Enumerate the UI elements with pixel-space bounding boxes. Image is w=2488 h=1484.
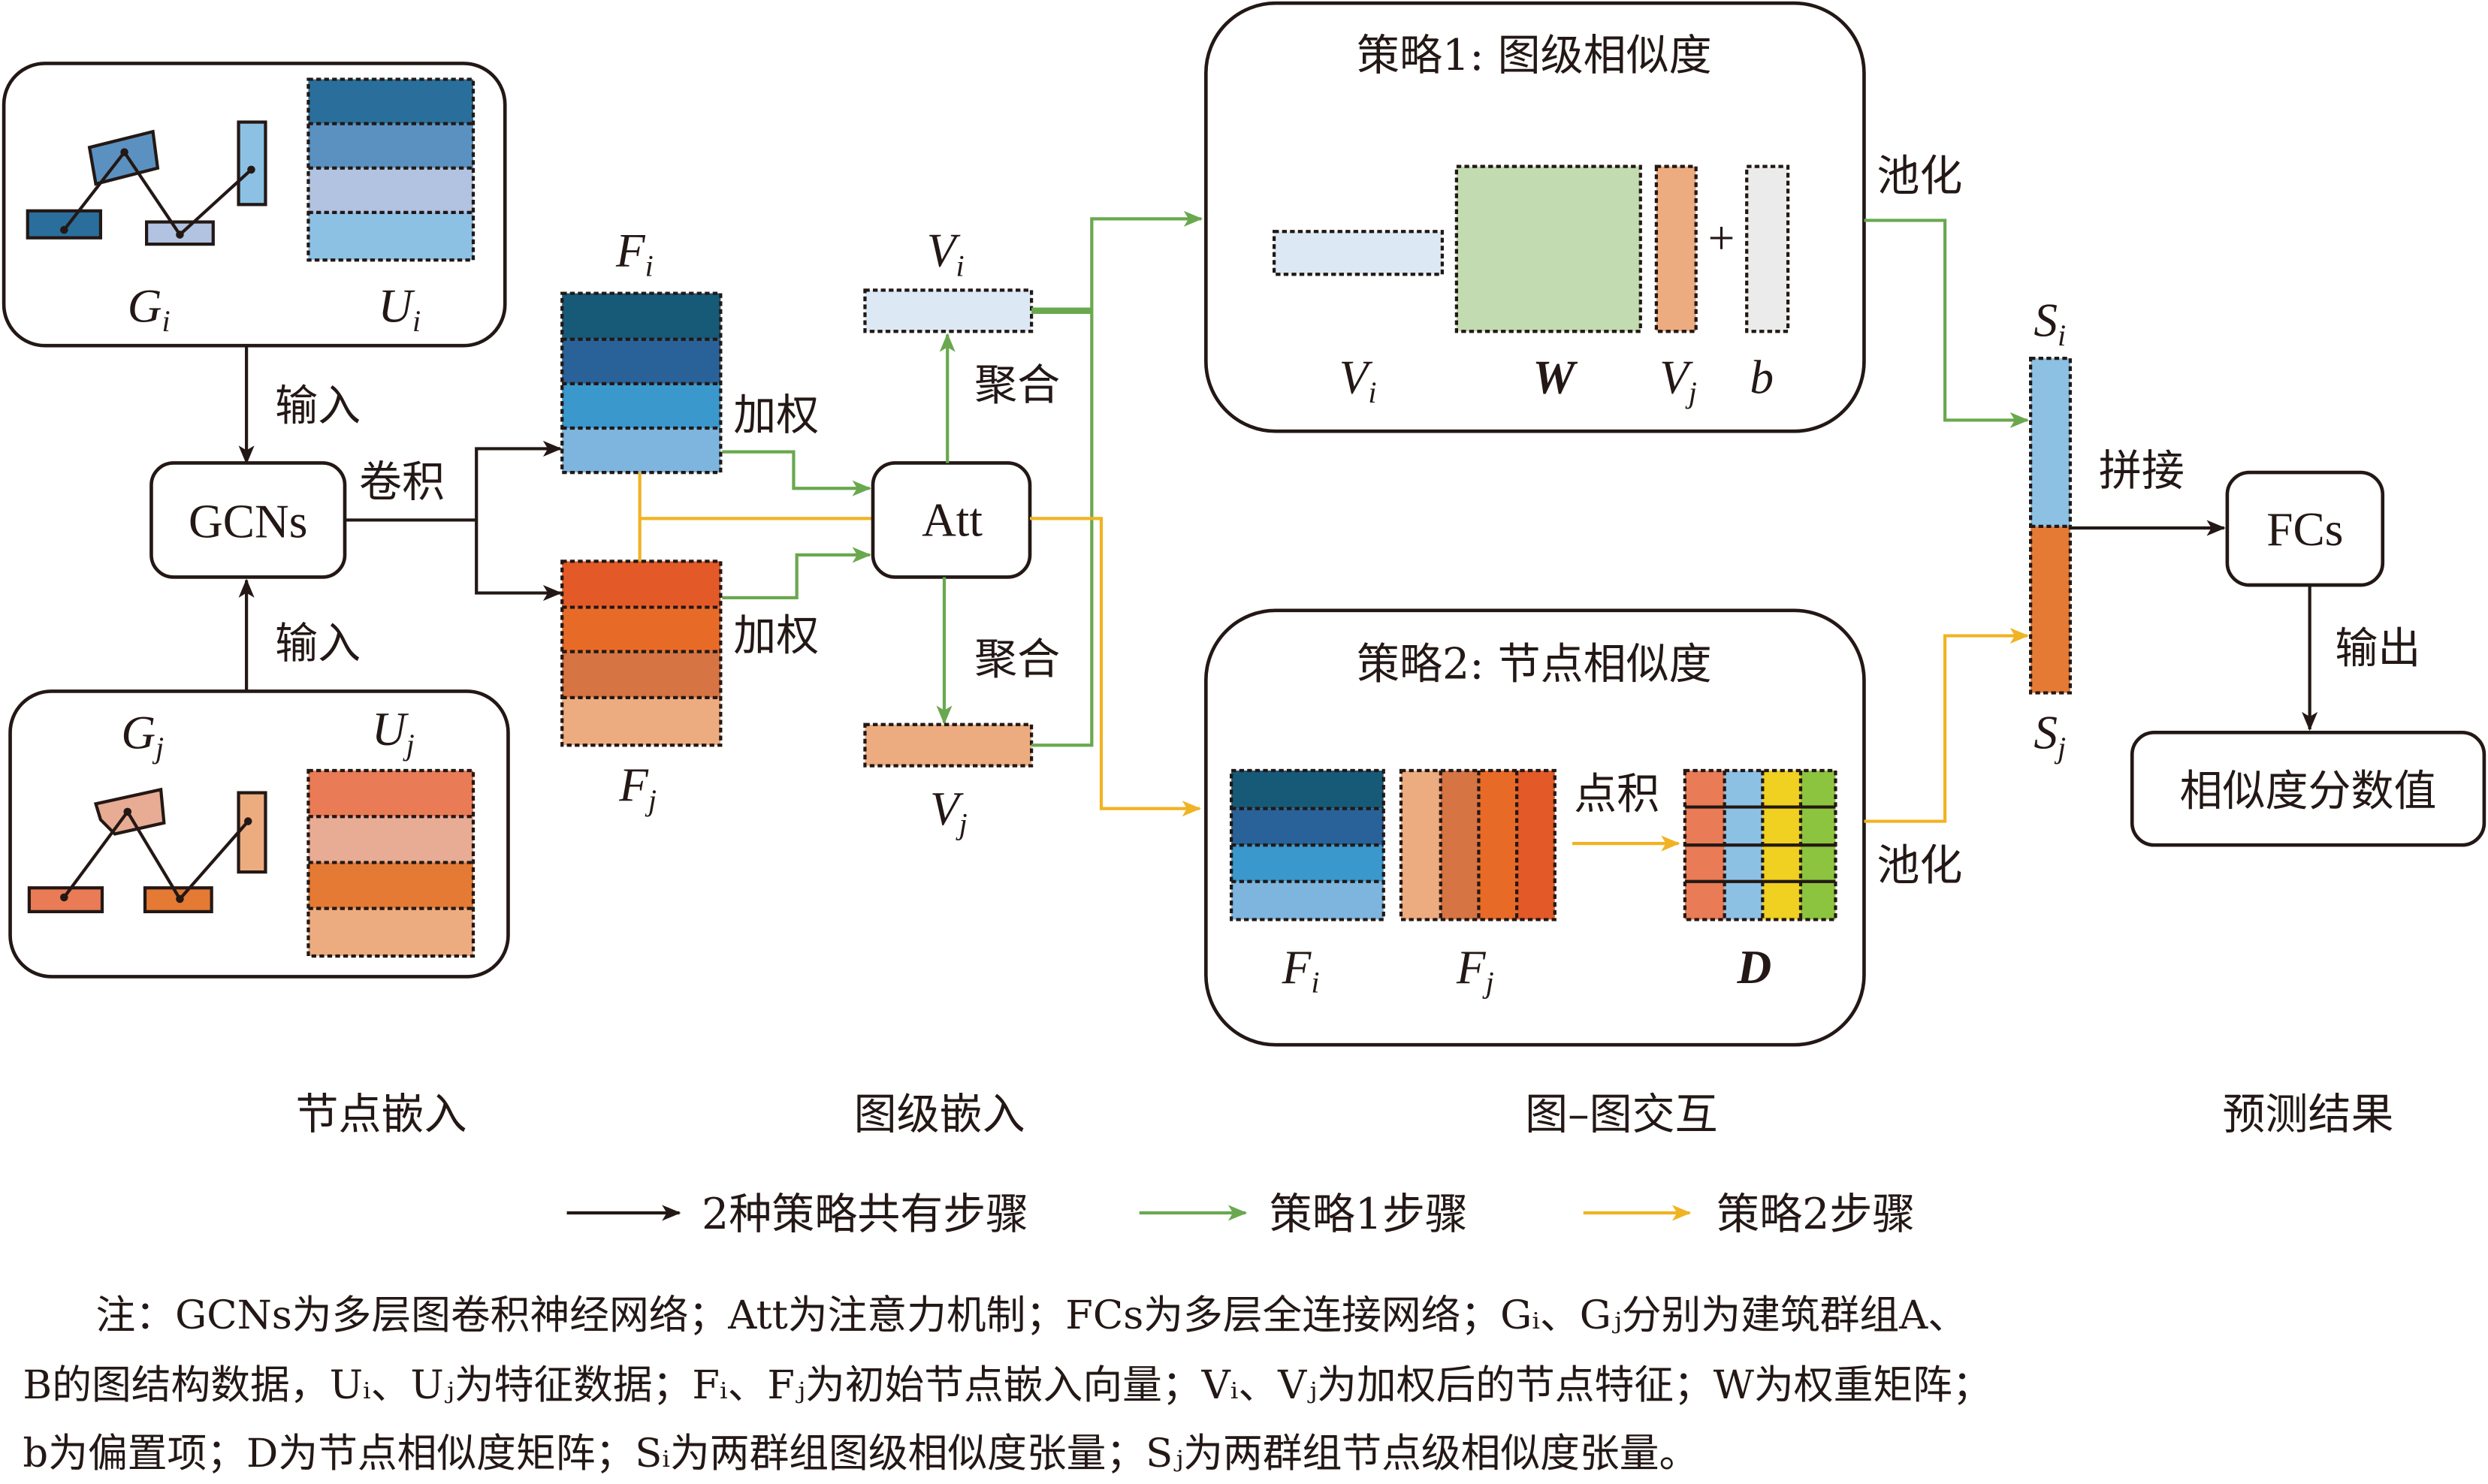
graph-edges bbox=[62, 149, 252, 237]
conv-arrow-top bbox=[475, 440, 563, 520]
stage-label: 图级嵌入 bbox=[854, 1090, 1025, 1139]
stage-label: 图–图交互 bbox=[1525, 1090, 1717, 1139]
s2-Fj-matrix bbox=[1399, 768, 1557, 921]
s2-D-label: D bbox=[1737, 941, 1772, 994]
note-line-3: b为偏置项；D为节点相似度矩阵；Sᵢ为两群组图级相似度张量；Sⱼ为两群组节点级相… bbox=[23, 1431, 1698, 1476]
graph-j-panel: Gj Uj bbox=[8, 689, 510, 979]
Uj-label: Uj bbox=[372, 703, 415, 762]
dot-product-label: 点积 bbox=[1574, 770, 1659, 819]
Si-tensor bbox=[2031, 358, 2070, 526]
result-label: 相似度分数值 bbox=[2180, 766, 2437, 816]
output-label: 输出 bbox=[2335, 623, 2420, 673]
gcns-label: GCNs bbox=[189, 496, 307, 548]
weight-label-bottom: 加权 bbox=[733, 611, 819, 661]
note-line-1: 注：GCNs为多层图卷积神经网络；Att为注意力机制；FCs为多层全连接网络；G… bbox=[96, 1292, 1967, 1338]
graph-j-structure bbox=[27, 787, 267, 913]
strategy2-input-arrow bbox=[1030, 517, 1201, 817]
building-node bbox=[26, 209, 103, 240]
s2-Fj-label: Fj bbox=[1456, 941, 1494, 1000]
concat-label: 拼接 bbox=[2099, 446, 2185, 496]
legend-strategy1-label: 策略1步骤 bbox=[1270, 1190, 1468, 1239]
input-label-bottom: 输入 bbox=[275, 619, 361, 668]
Gj-label: Gj bbox=[121, 706, 164, 765]
Uj-feature-matrix bbox=[306, 768, 476, 958]
s1-Vi-label: Vi bbox=[1339, 351, 1377, 410]
graph-i-panel: Gi Ui bbox=[2, 62, 507, 348]
strategy2-title: 策略2: 节点相似度 bbox=[1357, 640, 1712, 689]
graph-i-structure bbox=[26, 120, 267, 246]
figure-note: 注：GCNs为多层图卷积神经网络；Att为注意力机制；FCs为多层全连接网络；G… bbox=[23, 1292, 1991, 1476]
s1-W-matrix bbox=[1456, 166, 1641, 332]
Vi-vector bbox=[865, 290, 1032, 332]
att-label: Att bbox=[922, 494, 983, 547]
Gi-label: Gi bbox=[128, 280, 171, 339]
stage-label: 节点嵌入 bbox=[296, 1090, 467, 1139]
Fj-matrix bbox=[560, 560, 723, 747]
weight-arrow-top bbox=[722, 450, 871, 496]
s1-Vj-label: Vj bbox=[1659, 351, 1697, 410]
building-node bbox=[237, 120, 267, 207]
plus-sign: + bbox=[1708, 212, 1735, 264]
s1-W-label: W bbox=[1532, 351, 1578, 404]
s1-Vj-vector bbox=[1656, 166, 1696, 332]
Sj-tensor bbox=[2031, 526, 2070, 693]
s1-pool-arrow bbox=[1864, 219, 2029, 428]
agg-label-top: 聚合 bbox=[974, 360, 1060, 410]
s1-b-label: b bbox=[1750, 351, 1774, 404]
Vi-label: Vi bbox=[927, 225, 965, 283]
graph-edges bbox=[62, 809, 249, 902]
s1-pool-label: 池化 bbox=[1877, 151, 1962, 201]
note-line-2: B的图结构数据，Uᵢ、Uⱼ为特征数据；Fᵢ、Fⱼ为初始节点嵌入向量；Vᵢ、Vⱼ为… bbox=[23, 1362, 1991, 1408]
building-node bbox=[145, 220, 215, 246]
Ui-feature-matrix bbox=[306, 77, 476, 262]
result-box bbox=[2130, 731, 2486, 847]
s2-Fi-matrix bbox=[1230, 768, 1385, 921]
fcs-label: FCs bbox=[2266, 503, 2343, 556]
Si-label: Si bbox=[2034, 294, 2066, 353]
Sj-label: Sj bbox=[2034, 706, 2066, 765]
s1-Vi-vector bbox=[1274, 231, 1442, 275]
Ui-label: Ui bbox=[378, 280, 421, 339]
legend-strategy2-label: 策略2步骤 bbox=[1717, 1190, 1915, 1239]
stage-label: 预测结果 bbox=[2223, 1090, 2394, 1139]
strategy1-input-arrow bbox=[1031, 210, 1203, 747]
Fi-matrix bbox=[560, 291, 723, 475]
s2-Fi-label: Fi bbox=[1282, 941, 1320, 1000]
building-node bbox=[237, 791, 267, 874]
agg-label-bottom: 聚合 bbox=[974, 635, 1060, 684]
legend-common-label: 2种策略共有步骤 bbox=[702, 1190, 1028, 1239]
Fj-label: Fj bbox=[618, 759, 657, 817]
input-label-top: 输入 bbox=[275, 381, 361, 430]
s2-pool-label: 池化 bbox=[1877, 841, 1962, 891]
weight-arrow-bottom bbox=[722, 547, 871, 599]
s1-b-vector bbox=[1747, 166, 1789, 332]
s2-D-matrix bbox=[1683, 768, 1837, 921]
strategy2-panel: 策略2: 节点相似度 点积 Fi Fj bbox=[1204, 608, 1866, 1047]
strategy1-title: 策略1: 图级相似度 bbox=[1357, 31, 1712, 80]
Vj-vector bbox=[865, 724, 1032, 766]
conv-arrow-bottom bbox=[475, 520, 563, 602]
building-node bbox=[87, 129, 160, 186]
Vj-label: Vj bbox=[930, 783, 968, 841]
legend: 2种策略共有步骤 策略1步骤 策略2步骤 bbox=[566, 1190, 1915, 1239]
conv-label: 卷积 bbox=[359, 457, 445, 507]
Fi-label: Fi bbox=[615, 225, 654, 283]
weight-label-top: 加权 bbox=[733, 391, 819, 440]
s2-pool-arrow bbox=[1864, 628, 2029, 823]
fcs-box bbox=[2225, 470, 2385, 587]
strategy1-panel: 策略1: 图级相似度 + Vi W Vj b bbox=[1204, 1, 1866, 433]
